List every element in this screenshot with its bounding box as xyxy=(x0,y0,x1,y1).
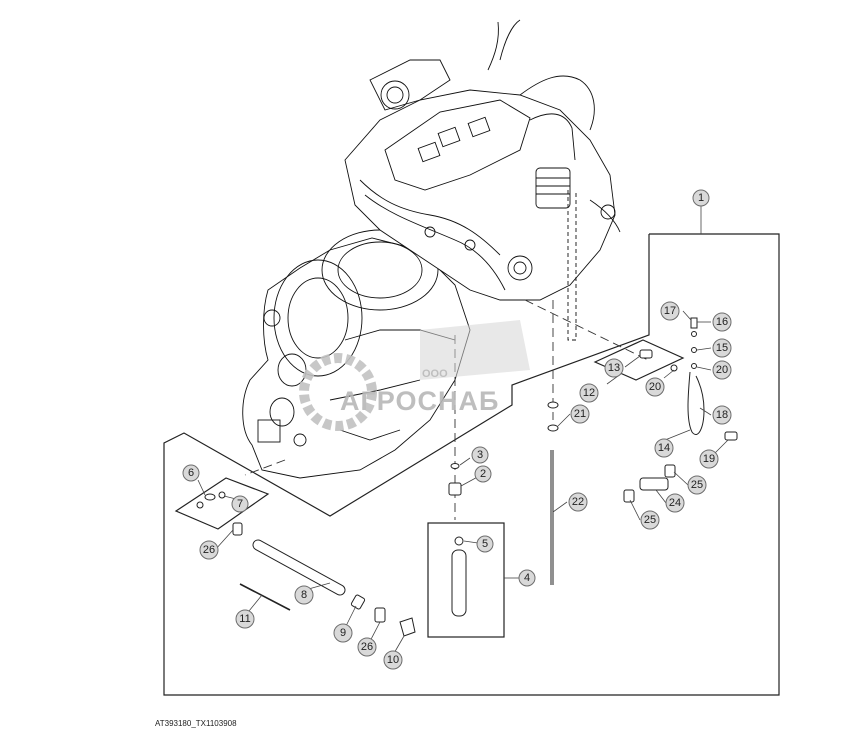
svg-text:25: 25 xyxy=(691,479,703,491)
callout-2: 2 xyxy=(474,465,492,483)
svg-text:10: 10 xyxy=(387,654,399,666)
svg-text:24: 24 xyxy=(669,497,681,509)
svg-text:11: 11 xyxy=(239,613,250,625)
callout-14: 14 xyxy=(654,438,674,458)
callout-25b: 25 xyxy=(640,510,660,530)
svg-text:20: 20 xyxy=(649,381,661,393)
callout-25a: 25 xyxy=(687,475,707,495)
svg-text:22: 22 xyxy=(572,496,584,508)
svg-text:6: 6 xyxy=(188,467,194,479)
sub-frames xyxy=(174,339,685,638)
engine-assembly xyxy=(242,19,621,479)
callout-11: 11 xyxy=(235,609,255,629)
svg-text:18: 18 xyxy=(716,409,728,421)
svg-text:19: 19 xyxy=(703,453,715,465)
watermark-line2: АГРОСНАБ xyxy=(340,386,499,416)
watermark-logo: ООО АГРОСНАБ xyxy=(299,320,530,431)
svg-text:7: 7 xyxy=(237,498,243,510)
svg-text:26: 26 xyxy=(203,544,215,556)
svg-text:21: 21 xyxy=(574,408,586,420)
callout-6: 6 xyxy=(182,464,200,482)
callout-24: 24 xyxy=(665,493,685,513)
callout-1: 1 xyxy=(692,189,710,207)
kit-frame xyxy=(163,233,780,696)
svg-text:3: 3 xyxy=(477,449,483,461)
callout-3: 3 xyxy=(471,446,489,464)
callout-16: 16 xyxy=(712,312,732,332)
callouts: 1 2 3 4 5 6 7 8 9 10 11 12 13 14 15 16 1… xyxy=(182,189,732,670)
callout-7: 7 xyxy=(231,495,249,513)
svg-text:13: 13 xyxy=(608,362,620,374)
callout-17: 17 xyxy=(660,301,680,321)
callout-26b: 26 xyxy=(357,637,377,657)
svg-text:25: 25 xyxy=(644,514,656,526)
svg-text:26: 26 xyxy=(361,641,373,653)
callout-5: 5 xyxy=(476,535,494,553)
callout-13: 13 xyxy=(604,358,624,378)
svg-text:16: 16 xyxy=(716,316,728,328)
parts xyxy=(196,317,738,637)
callout-26a: 26 xyxy=(199,540,219,560)
callout-4: 4 xyxy=(518,569,536,587)
svg-text:1: 1 xyxy=(698,192,704,204)
svg-text:4: 4 xyxy=(524,572,530,584)
callout-8: 8 xyxy=(294,585,314,605)
svg-text:12: 12 xyxy=(583,387,595,399)
svg-text:8: 8 xyxy=(301,589,307,601)
callout-20b: 20 xyxy=(645,377,665,397)
svg-text:2: 2 xyxy=(480,468,486,480)
callout-10: 10 xyxy=(383,650,403,670)
callout-9: 9 xyxy=(333,623,353,643)
callout-20a: 20 xyxy=(712,360,732,380)
svg-text:9: 9 xyxy=(340,627,346,639)
callout-18: 18 xyxy=(712,405,732,425)
svg-text:17: 17 xyxy=(664,305,676,317)
callout-21: 21 xyxy=(570,404,590,424)
callout-22: 22 xyxy=(568,492,588,512)
svg-text:15: 15 xyxy=(716,342,728,354)
svg-text:14: 14 xyxy=(658,442,670,454)
watermark-line1: ООО xyxy=(422,368,448,380)
callout-19: 19 xyxy=(699,449,719,469)
figure-id: AT393180_TX1103908 xyxy=(155,719,237,728)
callout-15: 15 xyxy=(712,338,732,358)
svg-text:5: 5 xyxy=(482,538,488,550)
callout-12: 12 xyxy=(579,383,599,403)
svg-text:20: 20 xyxy=(716,364,728,376)
